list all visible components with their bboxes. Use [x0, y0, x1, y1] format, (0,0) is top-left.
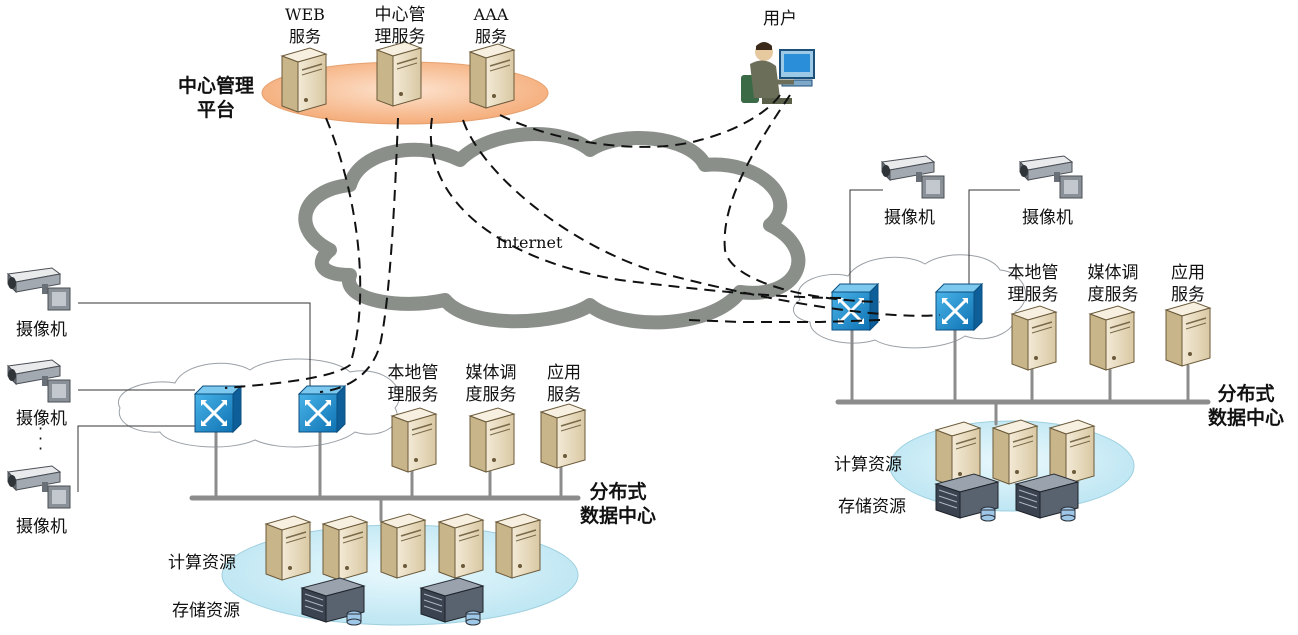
left-cameras [7, 267, 71, 509]
right-app-server-icon [1165, 301, 1211, 367]
left-compute-label: 计算资源 [168, 553, 236, 573]
left-compute-servers [265, 513, 541, 581]
compute-server-icon [265, 515, 311, 581]
right-media-label: 媒体调 度服务 [1087, 263, 1139, 305]
right-storage-2-icon [1015, 473, 1079, 522]
compute-server-icon [495, 513, 541, 579]
right-app-label: 应用 服务 [1171, 263, 1205, 305]
dashed-links [224, 94, 941, 393]
camera-icon [881, 155, 945, 199]
left-switch-1-icon [193, 384, 243, 434]
user-label: 用户 [763, 9, 797, 29]
left-storage-label: 存储资源 [172, 601, 240, 621]
right-cameras [881, 155, 1083, 199]
compute-server-icon [438, 513, 484, 579]
web-server-label: WEB 服务 [285, 5, 325, 46]
right-network-cloud [792, 254, 1027, 349]
left-media-label: 媒体调 度服务 [465, 363, 517, 405]
left-network-cloud [117, 358, 400, 448]
camera-icon [7, 267, 71, 311]
center-mgmt-server-icon [376, 41, 422, 107]
right-switch-1-icon [830, 282, 880, 332]
compute-server-icon [380, 513, 426, 579]
left-local-mgmt-server-icon [391, 407, 437, 473]
ellipsis-dots: · · · [38, 419, 44, 458]
right-storage-label: 存储资源 [838, 497, 906, 517]
compute-server-icon [322, 515, 368, 581]
camera-label: 摄像机 [16, 320, 67, 340]
left-app-label: 应用 服务 [547, 363, 581, 405]
right-local-mgmt-label: 本地管 理服务 [1007, 263, 1059, 305]
internet-cloud [298, 127, 806, 330]
left-local-mgmt-label: 本地管 理服务 [387, 363, 439, 405]
left-camera-links [77, 302, 311, 492]
left-media-server-icon [469, 407, 515, 473]
camera-icon [7, 359, 71, 403]
user-icon [741, 42, 815, 104]
camera-label: 摄像机 [16, 409, 67, 429]
center-mgmt-server-label: 中心管 理服务 [374, 5, 426, 47]
right-compute-servers [935, 419, 1095, 487]
right-dc-label: 分布式 数据中心 [1207, 383, 1284, 429]
camera-label: 摄像机 [884, 208, 935, 228]
right-camera-links [849, 189, 1020, 284]
left-bus [189, 430, 581, 522]
right-media-server-icon [1089, 305, 1135, 371]
right-local-mgmt-server-icon [1011, 305, 1057, 371]
right-switch-2-icon [934, 282, 984, 332]
compute-server-icon [992, 419, 1038, 485]
aaa-server-label: AAA 服务 [473, 5, 509, 46]
center-platform-label: 中心管理 平台 [177, 75, 254, 121]
right-bus [835, 328, 1211, 426]
right-compute-label: 计算资源 [834, 455, 902, 475]
web-server-icon [281, 47, 327, 113]
camera-label: 摄像机 [1022, 208, 1073, 228]
right-storage-1-icon [935, 473, 999, 522]
left-switch-2-icon [297, 384, 347, 434]
left-dc-label: 分布式 数据中心 [579, 481, 656, 527]
camera-label: 摄像机 [16, 517, 67, 537]
internet-label: Internet [496, 233, 563, 252]
aaa-server-icon [469, 43, 515, 109]
left-app-server-icon [540, 403, 586, 469]
camera-icon [1019, 155, 1083, 199]
camera-icon [7, 465, 71, 509]
center-platform [261, 41, 549, 125]
